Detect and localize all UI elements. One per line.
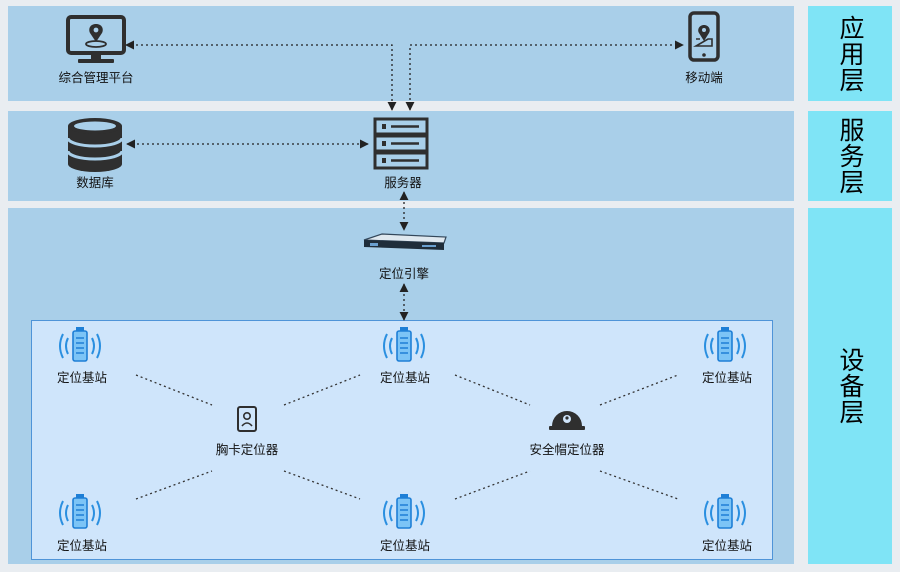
- app-service-connectors: [125, 40, 684, 321]
- badge-locator-icon: [237, 406, 257, 432]
- base-station-icon: [59, 326, 101, 362]
- monitor-icon: [66, 15, 126, 63]
- base-station-label: 定位基站: [379, 538, 431, 553]
- base-station-label: 定位基站: [701, 538, 753, 553]
- device-layer-label: 设备层: [808, 208, 892, 564]
- device-mesh-lines: [135, 374, 679, 500]
- helmet-locator-icon: [549, 411, 585, 430]
- application-layer-label: 应用层: [808, 6, 892, 101]
- server-label: 服务器: [384, 175, 422, 190]
- engine-label: 定位引擎: [378, 266, 430, 281]
- base-station-icon: [383, 326, 425, 362]
- base-station-icon: [704, 326, 746, 362]
- positioning-engine-icon: [363, 233, 447, 250]
- base-station-label: 定位基站: [701, 370, 753, 385]
- base-station-icon: [383, 493, 425, 529]
- helmet-locator-label: 安全帽定位器: [529, 442, 605, 457]
- base-station-icon: [59, 493, 101, 529]
- mobile-label: 移动端: [685, 70, 723, 85]
- base-station-icon: [704, 493, 746, 529]
- base-station-label: 定位基站: [56, 370, 108, 385]
- database-label: 数据库: [76, 175, 114, 190]
- base-station-label: 定位基站: [379, 370, 431, 385]
- server-icon: [373, 117, 429, 170]
- badge-locator-label: 胸卡定位器: [215, 442, 279, 457]
- mobile-phone-icon: [688, 11, 720, 62]
- database-icon: [66, 118, 124, 172]
- base-station-label: 定位基站: [56, 538, 108, 553]
- platform-label: 综合管理平台: [58, 70, 134, 85]
- service-layer-label: 服务层: [808, 111, 892, 201]
